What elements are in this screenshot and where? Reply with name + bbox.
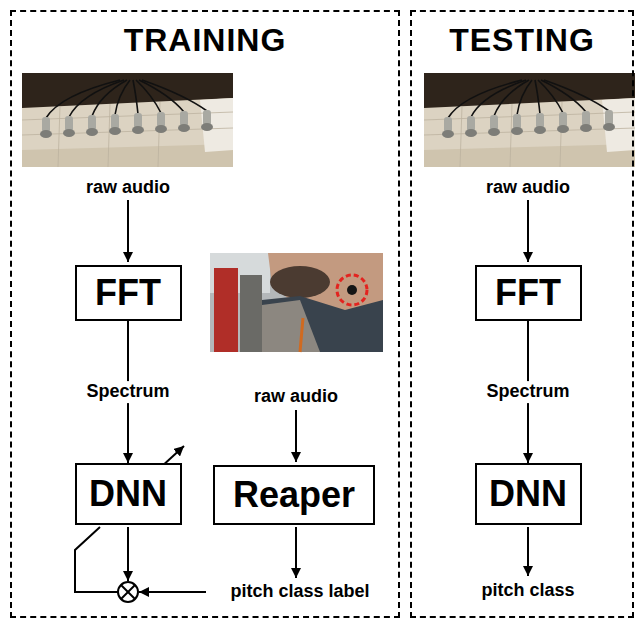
throat-microphone xyxy=(347,285,357,295)
process-box: DNN xyxy=(75,463,182,525)
box-label: FFT xyxy=(495,274,561,312)
multiply-cross xyxy=(121,585,135,599)
jacket xyxy=(262,296,383,352)
arrow xyxy=(139,591,206,593)
multiply-cross xyxy=(121,585,135,599)
box-label: DNN xyxy=(489,475,567,513)
edge-label: Spectrum xyxy=(83,381,172,403)
process-box: FFT xyxy=(75,265,182,321)
fleece-collar xyxy=(262,300,320,352)
arrow xyxy=(295,527,297,578)
flow-connector xyxy=(127,321,129,463)
arrow xyxy=(527,527,529,576)
throat-microphone-photo xyxy=(210,253,383,352)
process-box: FFT xyxy=(475,265,582,321)
arrow xyxy=(527,200,529,262)
panel-title: TRAINING xyxy=(12,24,398,56)
edge-label: Spectrum xyxy=(483,381,572,403)
signal-label: pitch class xyxy=(478,580,577,602)
box-label: DNN xyxy=(89,475,167,513)
arrow xyxy=(127,527,129,581)
process-box: Reaper xyxy=(213,465,375,525)
process-box: DNN xyxy=(475,463,582,525)
signal-label: raw audio xyxy=(83,177,173,199)
signal-label: raw audio xyxy=(251,386,341,408)
seat xyxy=(240,275,262,352)
arrow xyxy=(295,410,297,462)
feedback-line xyxy=(75,527,118,592)
microphone-array-photo xyxy=(424,73,635,167)
multiply-symbol xyxy=(118,582,138,602)
flow-arrows xyxy=(75,200,528,592)
stage-panel: TRAINING FFT DNN Reaper xyxy=(10,10,400,618)
weight-update-arrow xyxy=(160,446,184,468)
signal-label: pitch class label xyxy=(227,581,372,603)
signal-label: raw audio xyxy=(483,177,573,199)
zipper-pull xyxy=(300,318,303,352)
stage-panel: TESTING FFT DNN xyxy=(410,10,634,618)
arrow xyxy=(127,200,129,262)
box-label: Reaper xyxy=(233,476,355,514)
box-label: FFT xyxy=(95,274,161,312)
flow-connector xyxy=(527,321,529,463)
microphone-array-photo xyxy=(22,73,233,167)
photo-background xyxy=(210,253,383,352)
highlight-circle xyxy=(337,275,367,305)
beard xyxy=(270,266,330,298)
panel-title: TESTING xyxy=(412,24,632,56)
red-curtain xyxy=(214,268,238,352)
multiply-circle xyxy=(118,582,138,602)
